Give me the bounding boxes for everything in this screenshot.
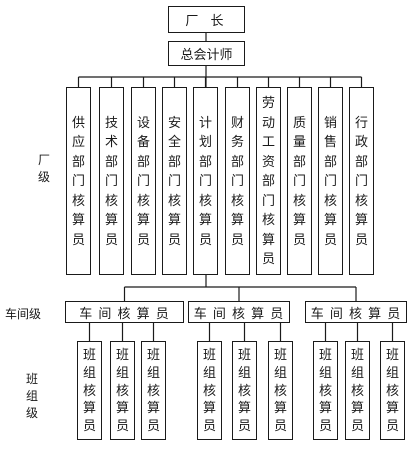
team-box: 班组核算员 xyxy=(232,341,257,440)
department-box: 安全部门核算员 xyxy=(162,87,187,275)
department-box: 行政部门核算员 xyxy=(349,87,374,275)
factory-level-label: 厂 级 xyxy=(38,153,51,184)
department-box-label: 行政部门核算员 xyxy=(354,115,368,248)
team-box-label: 班组核算员 xyxy=(237,348,251,435)
team-box: 班组核算员 xyxy=(268,341,293,440)
team-box: 班组核算员 xyxy=(197,341,222,440)
department-box-label: 财务部门核算员 xyxy=(230,115,244,248)
workshop-label: 车 间 核 算 员 xyxy=(79,306,170,322)
department-box: 技术部门核算员 xyxy=(99,87,124,275)
department-box-label: 劳动工资部门核算员 xyxy=(261,96,275,268)
department-box-label: 质量部门核算员 xyxy=(292,115,306,248)
team-box: 班组核算员 xyxy=(77,341,102,440)
director-box: 厂 长 xyxy=(168,6,245,33)
team-box-label: 班组核算员 xyxy=(273,348,287,435)
department-box: 设备部门核算员 xyxy=(131,87,156,275)
workshop-box: 车 间 核 算 员 xyxy=(65,301,184,323)
department-box: 质量部门核算员 xyxy=(287,87,312,275)
department-box: 劳动工资部门核算员 xyxy=(256,87,281,275)
department-box: 计划部门核算员 xyxy=(193,87,218,275)
workshop-label: 车 间 核 算 员 xyxy=(310,306,402,322)
chief-accountant-box: 总会计师 xyxy=(168,41,245,66)
department-box-label: 安全部门核算员 xyxy=(167,115,181,248)
department-box: 销售部门核算员 xyxy=(318,87,343,275)
department-box-label: 设备部门核算员 xyxy=(136,115,150,248)
team-box: 班组核算员 xyxy=(141,341,166,440)
team-level-label: 班 组 级 xyxy=(26,372,39,420)
workshop-box: 车 间 核 算 员 xyxy=(305,301,407,323)
team-box-label: 班组核算员 xyxy=(146,348,160,435)
team-box: 班组核算员 xyxy=(110,341,135,440)
department-box: 财务部门核算员 xyxy=(225,87,250,275)
department-box-label: 计划部门核算员 xyxy=(198,115,212,248)
workshop-level-label: 车间级 xyxy=(5,307,42,321)
team-box-label: 班组核算员 xyxy=(82,348,96,435)
department-box-label: 供应部门核算员 xyxy=(71,115,85,248)
workshop-box: 车 间 核 算 员 xyxy=(188,301,290,323)
department-box-label: 销售部门核算员 xyxy=(323,115,337,248)
department-box-label: 技术部门核算员 xyxy=(104,115,118,248)
team-box-label: 班组核算员 xyxy=(202,348,216,435)
team-box: 班组核算员 xyxy=(380,341,405,440)
team-box-label: 班组核算员 xyxy=(318,348,332,435)
chief-accountant-label: 总会计师 xyxy=(180,48,233,63)
team-box-label: 班组核算员 xyxy=(385,348,399,435)
workshop-label: 车 间 核 算 员 xyxy=(193,306,285,322)
director-label: 厂 长 xyxy=(185,14,228,29)
department-box: 供应部门核算员 xyxy=(66,87,91,275)
team-box: 班组核算员 xyxy=(345,341,370,440)
team-box: 班组核算员 xyxy=(313,341,338,440)
team-box-label: 班组核算员 xyxy=(350,348,364,435)
team-box-label: 班组核算员 xyxy=(115,348,129,435)
